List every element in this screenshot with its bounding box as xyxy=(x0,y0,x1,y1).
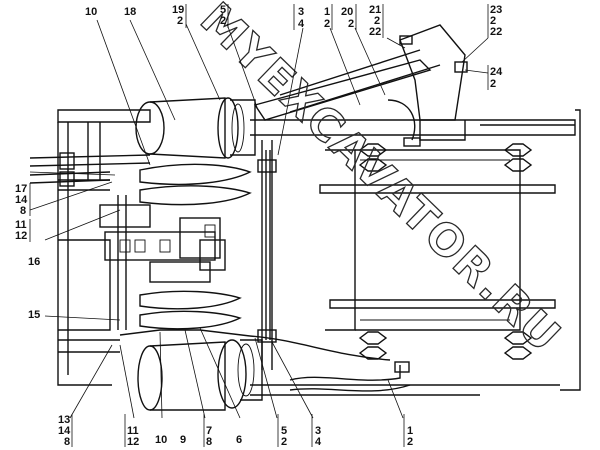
svg-text:12: 12 xyxy=(127,436,139,448)
svg-text:11: 11 xyxy=(15,219,27,231)
callout-label: 16 xyxy=(28,256,40,268)
svg-text:22: 22 xyxy=(490,26,502,38)
svg-text:10: 10 xyxy=(155,434,167,446)
callout-label: 5 2 xyxy=(220,4,229,28)
svg-text:8: 8 xyxy=(64,436,70,448)
callout-label: 15 xyxy=(28,309,40,321)
callout-label: 9 xyxy=(180,434,186,446)
callout-label: 13 14 8 xyxy=(58,414,73,448)
svg-text:10: 10 xyxy=(85,6,97,18)
callout-label: 7 8 xyxy=(203,414,212,448)
callout-label: 6 xyxy=(236,434,242,446)
hex-bolt-group xyxy=(358,143,533,360)
callout-label: 10 xyxy=(85,6,97,18)
svg-text:2: 2 xyxy=(374,15,380,27)
svg-text:11: 11 xyxy=(127,425,139,437)
svg-text:1: 1 xyxy=(407,425,413,437)
callout-label: 3 4 xyxy=(293,4,305,30)
callout-label: 1 2 xyxy=(324,4,333,30)
svg-text:13: 13 xyxy=(58,414,70,426)
svg-text:2: 2 xyxy=(490,78,496,90)
upper-cylinder xyxy=(135,97,256,159)
callout-label: 19 2 xyxy=(172,4,187,28)
svg-text:22: 22 xyxy=(369,26,381,38)
svg-text:3: 3 xyxy=(298,6,304,18)
callout-label: 17 14 8 xyxy=(15,183,31,217)
svg-text:8: 8 xyxy=(206,436,212,448)
svg-text:14: 14 xyxy=(58,425,71,437)
svg-text:16: 16 xyxy=(28,256,40,268)
svg-text:17: 17 xyxy=(15,183,27,195)
svg-text:9: 9 xyxy=(180,434,186,446)
svg-text:2: 2 xyxy=(220,15,226,27)
svg-text:15: 15 xyxy=(28,309,40,321)
svg-text:2: 2 xyxy=(324,18,330,30)
svg-text:2: 2 xyxy=(407,436,413,448)
svg-text:2: 2 xyxy=(281,436,287,448)
svg-text:6: 6 xyxy=(236,434,242,446)
callout-label: 23 2 22 xyxy=(487,4,502,38)
callout-labels: 10 18 19 2 5 2 3 4 1 2 20 2 xyxy=(15,4,503,448)
valve-block-cluster xyxy=(29,150,411,392)
svg-text:5: 5 xyxy=(281,425,287,437)
callout-label: 1 2 xyxy=(403,414,413,448)
callout-label: 5 2 xyxy=(277,414,287,448)
callout-label: 18 xyxy=(124,6,136,18)
svg-text:14: 14 xyxy=(15,194,28,206)
svg-text:8: 8 xyxy=(20,205,26,217)
callout-label: 11 12 xyxy=(124,414,139,448)
svg-text:5: 5 xyxy=(220,4,226,16)
callout-label: 24 2 xyxy=(487,65,503,90)
svg-text:2: 2 xyxy=(490,15,496,27)
callout-label: 20 2 xyxy=(341,4,357,30)
svg-text:18: 18 xyxy=(124,6,136,18)
callout-label: 21 2 22 xyxy=(369,4,384,38)
svg-text:3: 3 xyxy=(315,425,321,437)
svg-text:23: 23 xyxy=(490,4,502,16)
leader-lines xyxy=(29,19,489,419)
svg-text:7: 7 xyxy=(206,425,212,437)
svg-text:2: 2 xyxy=(348,18,354,30)
svg-text:4: 4 xyxy=(298,18,305,30)
lower-cylinder xyxy=(137,339,263,411)
svg-text:20: 20 xyxy=(341,6,353,18)
svg-text:12: 12 xyxy=(15,230,27,242)
frame xyxy=(57,109,581,396)
callout-label: 10 xyxy=(155,434,167,446)
callout-label: 11 12 xyxy=(15,219,31,242)
upper-right-actuator xyxy=(253,24,468,147)
svg-text:21: 21 xyxy=(369,4,381,16)
callout-label: 3 4 xyxy=(311,414,322,448)
svg-text:19: 19 xyxy=(172,4,184,16)
svg-text:1: 1 xyxy=(324,6,330,18)
svg-text:2: 2 xyxy=(177,15,183,27)
svg-text:24: 24 xyxy=(490,66,503,78)
svg-text:4: 4 xyxy=(315,436,322,448)
